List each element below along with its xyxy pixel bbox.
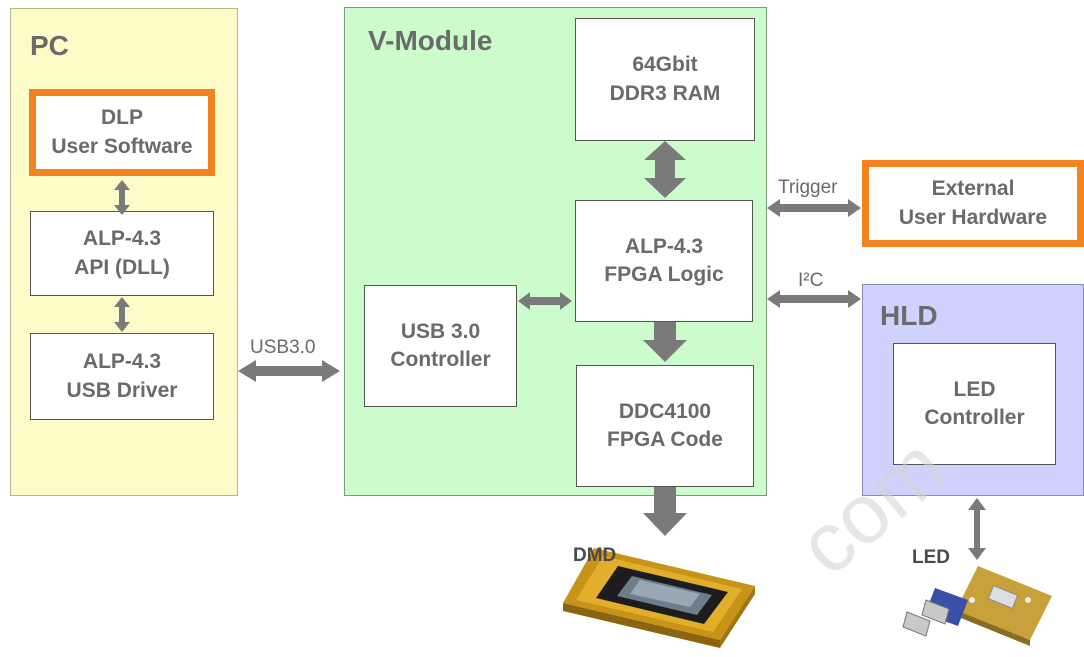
ledctrl-line1: LED [953, 377, 996, 401]
driver-line2: USB Driver [66, 378, 178, 402]
ddc4100-box: DDC4100 FPGA Code [576, 365, 754, 487]
dlp-user-software-box: DLP User Software [29, 89, 215, 176]
ddr3-ram-box: 64Gbit DDR3 RAM [575, 18, 755, 141]
arrow-fpga-ddc [643, 322, 687, 362]
dlp-line2: User Software [51, 134, 193, 158]
arrow-usbctrl-fpga [518, 292, 572, 310]
usbctrl-line2: Controller [390, 348, 491, 371]
api-line2: API (DLL) [74, 255, 170, 279]
arrow-hld-led [968, 498, 986, 560]
pc-title: PC [30, 30, 69, 61]
external-line1: External [931, 177, 1015, 201]
dmd-label: DMD [573, 545, 617, 566]
dlp-line1: DLP [101, 106, 143, 130]
arrow-api-driver [114, 297, 130, 332]
alp-usb-driver-box: ALP-4.3 USB Driver [30, 333, 214, 420]
vmodule-title: V-Module [368, 25, 493, 56]
led-label: LED [912, 547, 950, 568]
arrow-i2c [767, 290, 861, 308]
arrow-trigger [767, 199, 861, 217]
fpga-logic-box: ALP-4.3 FPGA Logic [575, 200, 753, 322]
alp-api-box: ALP-4.3 API (DLL) [30, 211, 214, 296]
led-module-icon [902, 566, 1052, 646]
api-line1: ALP-4.3 [82, 227, 162, 251]
external-line2: User Hardware [898, 205, 1048, 229]
trigger-label: Trigger [778, 177, 838, 198]
ledctrl-line2: Controller [924, 406, 1025, 429]
external-hardware-box: External User Hardware [862, 160, 1084, 247]
dmd-chip-icon [563, 548, 755, 648]
led-controller-box: LED Controller [893, 343, 1056, 465]
arrow-ddc-dmd [643, 487, 687, 536]
ddc-line2: FPGA Code [607, 428, 723, 451]
arrow-usb-link [238, 360, 340, 382]
ram-line2: DDR3 RAM [609, 81, 721, 105]
usbctrl-line1: USB 3.0 [400, 319, 481, 343]
hld-title: HLD [880, 300, 938, 331]
fpga-line2: FPGA Logic [604, 263, 724, 286]
ram-line1: 64Gbit [632, 53, 698, 77]
fpga-line1: ALP-4.3 [624, 234, 704, 258]
arrow-dlp-api [114, 180, 130, 215]
usb-controller-box: USB 3.0 Controller [364, 285, 517, 407]
arrow-ram-fpga [644, 141, 686, 198]
usb-link-label: USB3.0 [250, 337, 316, 358]
ddc-line1: DDC4100 [618, 399, 712, 423]
i2c-label: I²C [798, 270, 824, 291]
driver-line1: ALP-4.3 [82, 350, 162, 374]
